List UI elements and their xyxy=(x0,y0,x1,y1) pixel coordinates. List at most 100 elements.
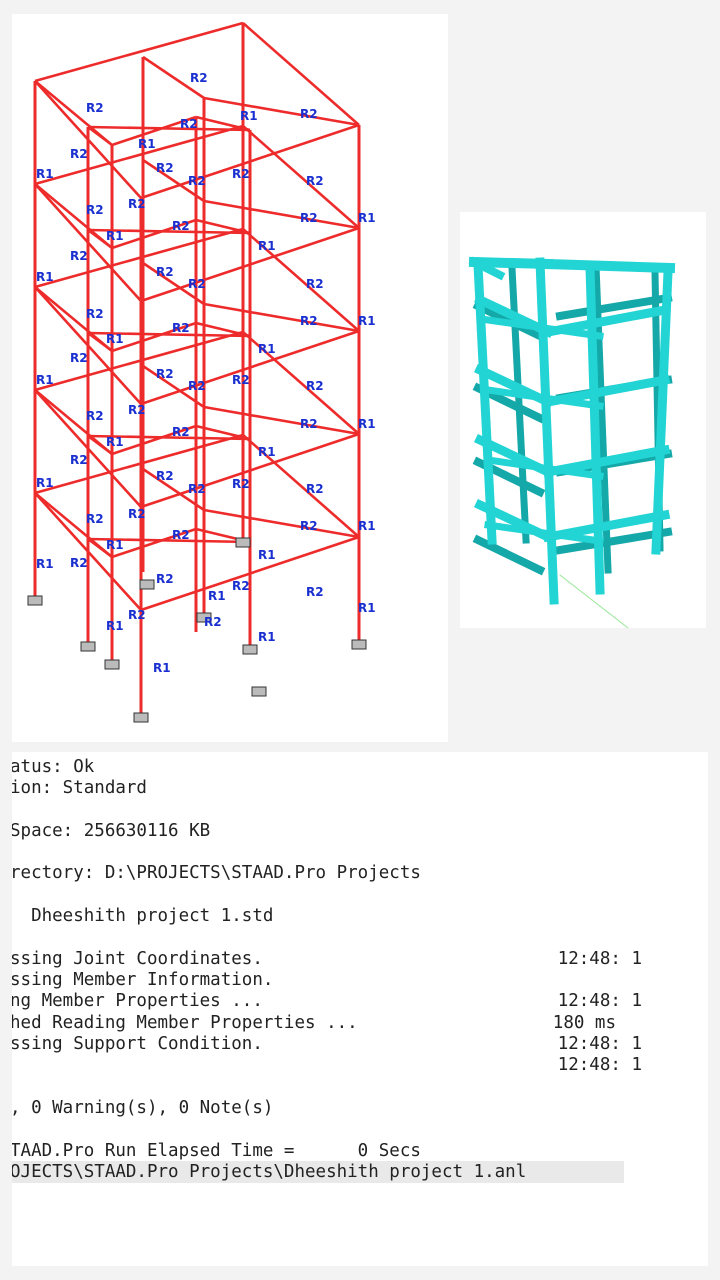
beam-label: R2 xyxy=(156,572,174,586)
beam-member xyxy=(242,22,360,126)
beam-label: R2 xyxy=(232,579,250,593)
beam-label: R2 xyxy=(188,379,206,393)
beam-label: R2 xyxy=(86,307,104,321)
beam-label: R2 xyxy=(232,167,250,181)
beam-label: R2 xyxy=(232,477,250,491)
disk-space-line: Space: 256630116 KB xyxy=(12,821,211,841)
log-support-cond: ssing Support Condition. xyxy=(12,1034,263,1054)
rendered-model-drawing xyxy=(468,256,676,628)
beam-member xyxy=(34,286,113,352)
beam-label: R2 xyxy=(188,174,206,188)
ground-axis xyxy=(559,574,629,628)
beam-member xyxy=(34,183,142,302)
fixed-support-icon xyxy=(251,686,267,697)
beam-label: R2 xyxy=(180,117,198,131)
frame-model-drawing: R1R1R1R1R1R1R1R1R1R1R1R1R1R1R1R1R1R1R1R1… xyxy=(27,21,376,723)
rendered-model-viewport[interactable] xyxy=(460,212,706,628)
beam-label: R2 xyxy=(188,277,206,291)
column-label: R1 xyxy=(106,229,124,243)
output-file-path[interactable]: OJECTS\STAAD.Pro Projects\Dheeshith proj… xyxy=(12,1161,624,1183)
timestamp: 12:48: 1 xyxy=(557,991,642,1011)
beam-label: R2 xyxy=(300,107,318,121)
fixed-support-icon xyxy=(80,641,96,652)
column-label: R1 xyxy=(106,619,124,633)
beam-member xyxy=(203,508,360,539)
fixed-support-icon xyxy=(27,595,43,606)
beam-member xyxy=(34,389,142,508)
column-label: R1 xyxy=(240,109,258,123)
solver-line: ion: Standard xyxy=(12,778,147,798)
timestamp: 12:48: 1 xyxy=(557,1055,642,1075)
beam-label: R2 xyxy=(70,351,88,365)
beam-member xyxy=(484,456,604,480)
beam-label: R2 xyxy=(300,211,318,225)
column-label: R1 xyxy=(358,314,376,328)
beam-member xyxy=(87,228,251,235)
timestamp: 12:48: 1 xyxy=(557,949,642,969)
column-label: R1 xyxy=(208,589,226,603)
beam-label: R2 xyxy=(188,482,206,496)
fixed-support-icon xyxy=(242,644,258,655)
log-joint-coords: ssing Joint Coordinates. xyxy=(12,949,263,969)
beam-member xyxy=(242,228,360,332)
fixed-support-icon xyxy=(351,639,367,650)
beam-member xyxy=(111,218,197,250)
beam-label: R2 xyxy=(300,417,318,431)
beam-member xyxy=(34,183,113,249)
fixed-support-icon xyxy=(133,712,149,723)
column-label: R1 xyxy=(106,332,124,346)
beam-label: R2 xyxy=(156,367,174,381)
beam-label: R2 xyxy=(70,249,88,263)
beam-member xyxy=(34,21,244,83)
beam-member xyxy=(203,302,360,333)
beam-label: R2 xyxy=(86,409,104,423)
beam-member xyxy=(468,256,554,270)
beam-label: R2 xyxy=(204,615,222,629)
column-label: R1 xyxy=(153,661,171,675)
column-label: R1 xyxy=(258,445,276,459)
column-member xyxy=(535,257,559,605)
column-label: R1 xyxy=(36,167,54,181)
beam-label: R2 xyxy=(172,321,190,335)
beam-member xyxy=(140,329,360,406)
warnings-summary: , 0 Warning(s), 0 Note(s) xyxy=(12,1098,274,1118)
beam-label: R2 xyxy=(190,71,208,85)
beam-label: R2 xyxy=(156,161,174,175)
beam-label: R2 xyxy=(128,403,146,417)
beam-member xyxy=(87,331,251,338)
column-member xyxy=(592,262,612,574)
beam-label: R2 xyxy=(156,469,174,483)
beam-member xyxy=(34,80,142,199)
beam-label: R2 xyxy=(86,101,104,115)
column-label: R1 xyxy=(106,538,124,552)
beam-member xyxy=(203,405,360,436)
column-label: R1 xyxy=(258,630,276,644)
directory-line: rectory: D:\PROJECTS\STAAD.Pro Projects xyxy=(12,863,421,883)
column-label: R1 xyxy=(36,557,54,571)
beam-member xyxy=(87,434,251,441)
beam-label: R2 xyxy=(300,519,318,533)
beam-label: R2 xyxy=(128,608,146,622)
beam-member xyxy=(142,55,205,100)
fixed-support-icon xyxy=(104,659,120,670)
log-member-info: ssing Member Information. xyxy=(12,970,274,990)
fixed-support-icon xyxy=(235,537,251,548)
beam-member xyxy=(34,433,244,495)
beam-label: R2 xyxy=(70,453,88,467)
run-elapsed-time: TAAD.Pro Run Elapsed Time = 0 Secs xyxy=(12,1141,421,1161)
fixed-support-icon xyxy=(139,579,155,590)
column-label: R1 xyxy=(258,548,276,562)
beam-label: R2 xyxy=(128,197,146,211)
elapsed-ms: 180 ms xyxy=(552,1013,616,1033)
beam-label: R2 xyxy=(300,314,318,328)
beam-member xyxy=(468,256,506,281)
beam-member xyxy=(242,331,360,435)
beam-member xyxy=(484,386,604,410)
input-file-line: Dheeshith project 1.std xyxy=(12,906,274,926)
beam-label: R2 xyxy=(306,585,324,599)
beam-member xyxy=(34,492,113,558)
beam-member xyxy=(195,218,251,235)
log-finished-props: hed Reading Member Properties ... xyxy=(12,1013,358,1033)
column-label: R1 xyxy=(36,476,54,490)
